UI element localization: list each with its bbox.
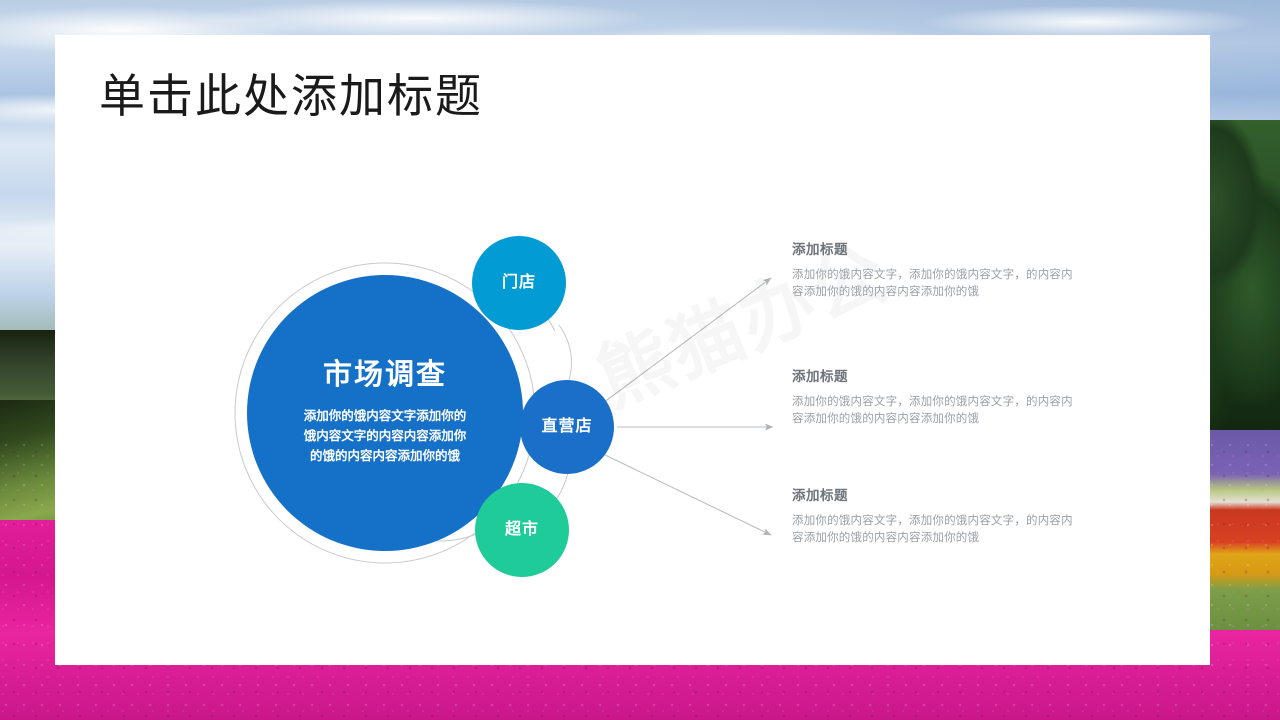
node-store[interactable]: 门店: [472, 236, 566, 330]
node-supermarket[interactable]: 超市: [475, 483, 569, 577]
detail-heading-3: 添加标题: [792, 488, 848, 503]
center-node-title: 市场调查: [322, 358, 447, 391]
center-node-body: 添加你的饿内容文字添加你的饿内容文字的内容内容添加你的饿的内容内容添加你的饿: [303, 408, 467, 464]
arrow-to-detail-1: [602, 277, 772, 404]
center-node-market-survey[interactable]: 市场调查 添加你的饿内容文字添加你的饿内容文字的内容内容添加你的饿的内容内容添加…: [247, 275, 523, 551]
connector-graphics: [234, 262, 774, 564]
page-title[interactable]: 单击此处添加标题: [99, 70, 483, 122]
detail-heading-2: 添加标题: [792, 369, 848, 384]
detail-body-3: 添加你的饿内容文字，添加你的饿内容文字，的内容内容添加你的饿的内容内容添加你的饿: [792, 514, 1073, 545]
detail-block-2[interactable]: 添加标题 添加你的饿内容文字，添加你的饿内容文字，的内容内容添加你的饿的内容内容…: [792, 369, 1074, 429]
detail-block-3[interactable]: 添加标题 添加你的饿内容文字，添加你的饿内容文字，的内容内容添加你的饿的内容内容…: [792, 488, 1074, 548]
diagram-stage: 熊猫办公 市场调查 添加你的饿内容文字添加你的饿内容文字的内容内容添加你的饿的内…: [55, 35, 1210, 665]
arrow-to-detail-3: [602, 453, 772, 536]
detail-heading-1: 添加标题: [792, 242, 848, 257]
content-panel: 单击此处添加标题: [55, 35, 1210, 665]
node-direct-store[interactable]: 直营店: [520, 380, 614, 474]
detail-body-2: 添加你的饿内容文字，添加你的饿内容文字，的内容内容添加你的饿的内容内容添加你的饿: [792, 395, 1073, 426]
connector-store-to-direct: [558, 324, 572, 388]
node-supermarket-label: 超市: [504, 521, 539, 538]
detail-body-1: 添加你的饿内容文字，添加你的饿内容文字，的内容内容添加你的饿的内容内容添加你的饿: [792, 268, 1073, 299]
node-direct-store-label: 直营店: [541, 418, 593, 435]
node-store-label: 门店: [501, 274, 536, 291]
detail-block-1[interactable]: 添加标题 添加你的饿内容文字，添加你的饿内容文字，的内容内容添加你的饿的内容内容…: [792, 242, 1074, 302]
